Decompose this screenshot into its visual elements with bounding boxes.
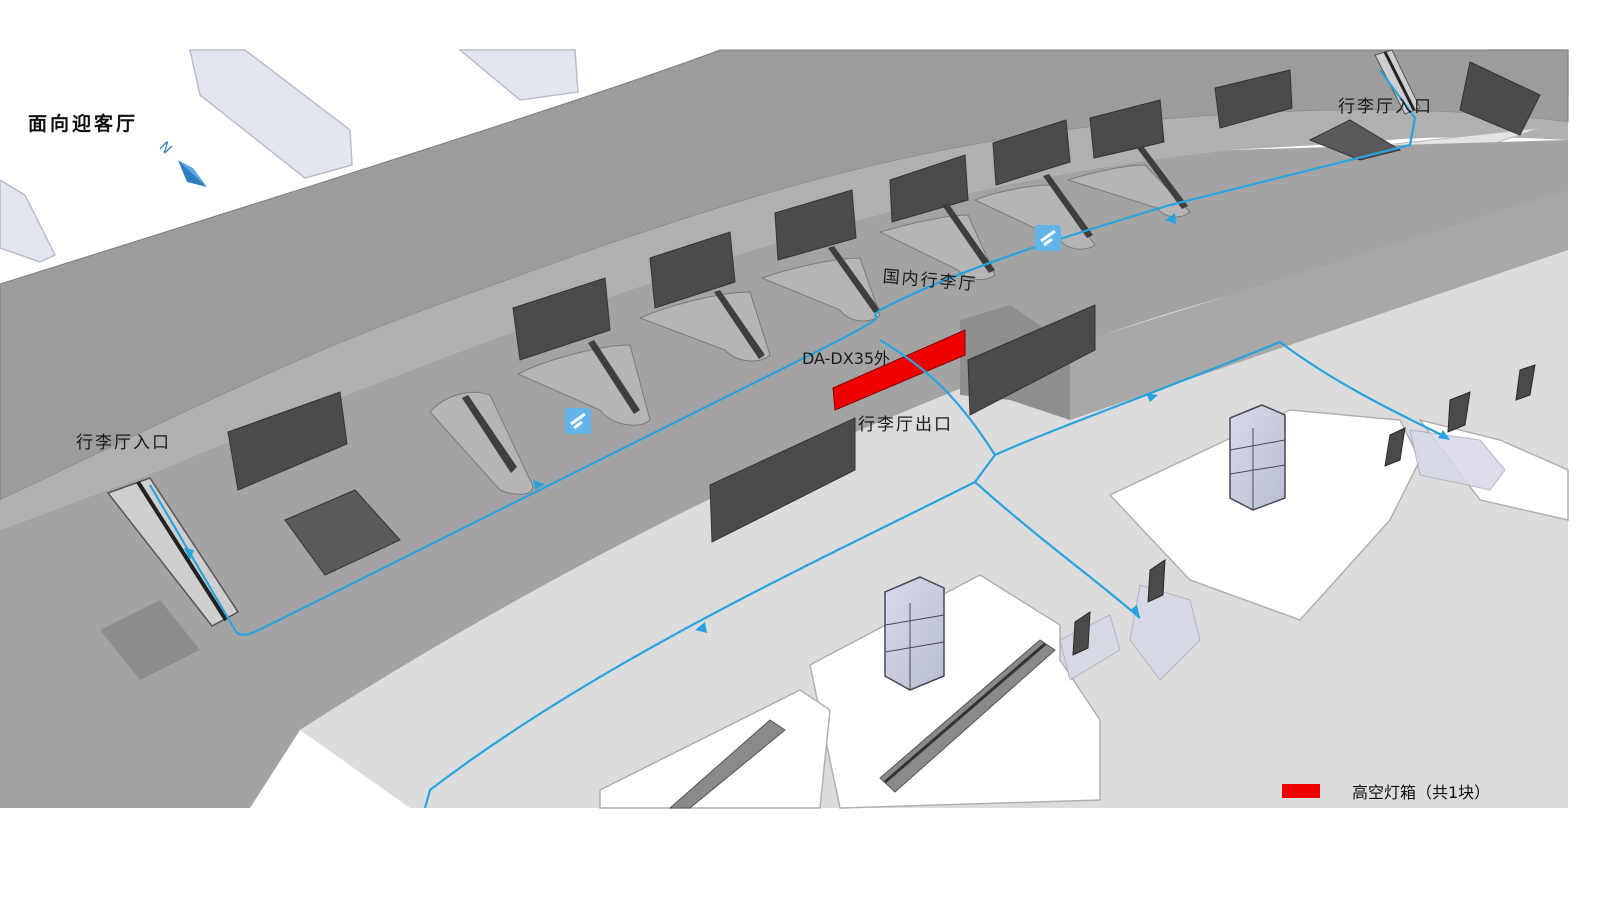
floor-kiosk-left — [284, 489, 401, 576]
label-ad-code: DA-DX35外 — [802, 349, 891, 368]
concourse-signs — [1072, 364, 1536, 656]
compass-icon: N — [156, 139, 207, 187]
passenger-routes — [149, 69, 1449, 809]
concourse-wall — [0, 140, 1568, 808]
legend-text: 高空灯箱（共1块） — [1352, 783, 1491, 802]
right-inner-wall — [1070, 190, 1568, 420]
glass-railings — [1059, 429, 1506, 681]
concourse-floor — [300, 249, 1568, 809]
escalators — [106, 49, 1421, 809]
route-arrows — [184, 213, 1450, 633]
label-entrance-left: 行李厅入口 — [76, 433, 171, 453]
label-hall-exit: 行李厅出口 — [858, 415, 953, 435]
baggage-icons — [565, 225, 1061, 434]
left-ledge — [100, 600, 200, 680]
label-entrance-right: 行李厅入口 — [1338, 97, 1433, 117]
legend: 高空灯箱（共1块） — [1282, 779, 1490, 803]
legend-swatch-light-box — [1282, 784, 1320, 798]
compass-north-label: N — [156, 139, 175, 158]
back-wall — [0, 110, 1568, 530]
baggage-carousels — [429, 146, 1191, 495]
atrium-voids — [599, 409, 1569, 809]
orientation-title: 面向迎客厅 — [28, 113, 139, 135]
skylight-blocks — [0, 49, 1569, 263]
advertising-light-box — [832, 329, 966, 411]
glass-elevators — [884, 404, 1286, 691]
floor-kiosk-right — [1308, 119, 1402, 161]
